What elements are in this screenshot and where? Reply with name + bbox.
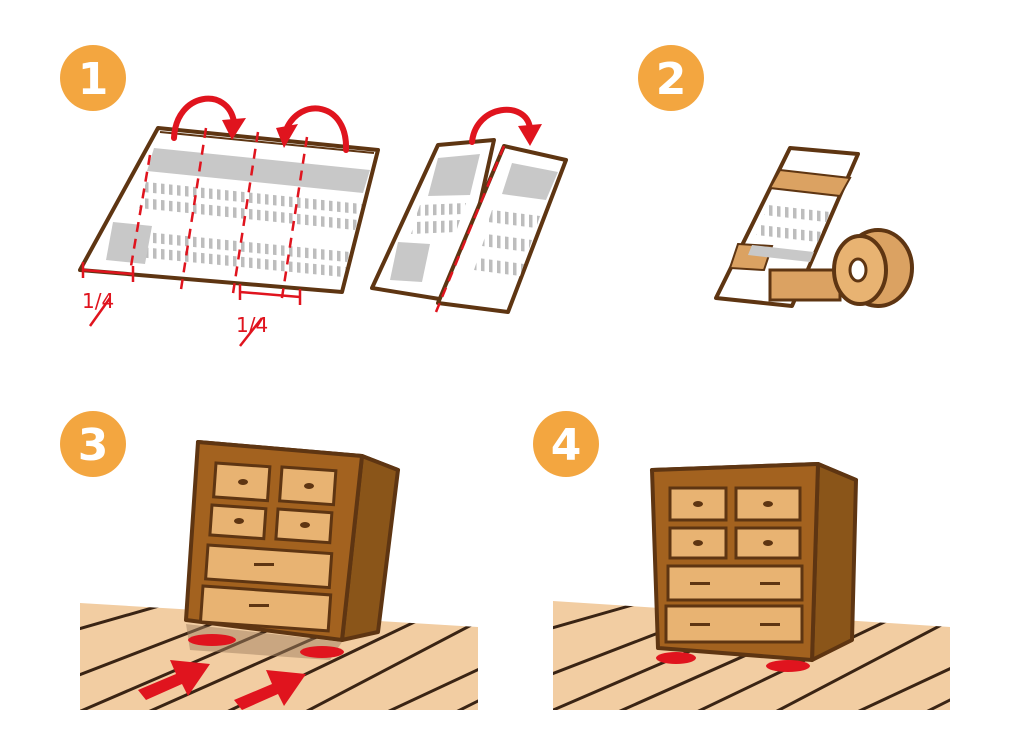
newspaper-open: 1/4 1/4 <box>78 95 380 347</box>
step-1-number: 1 <box>78 54 109 105</box>
fraction-left: 1/4 <box>82 289 114 313</box>
red-padding-4 <box>656 652 810 672</box>
chest-of-drawers-icon <box>184 440 400 642</box>
red-padding-3 <box>188 634 344 658</box>
step-3-number: 3 <box>78 420 109 471</box>
step-2-badge: 2 <box>638 45 704 111</box>
step-4-badge: 4 <box>533 411 599 477</box>
step-3-badge: 3 <box>60 411 126 477</box>
step-2-number: 2 <box>656 54 687 105</box>
chest-of-drawers-icon <box>650 462 858 662</box>
newspaper-folded <box>370 106 568 314</box>
step-4-number: 4 <box>551 420 582 471</box>
tape-roll-icon <box>832 228 914 308</box>
fraction-right: 1/4 <box>236 313 268 337</box>
step-1-badge: 1 <box>60 45 126 111</box>
red-arrow-icon <box>138 660 306 710</box>
taped-newspaper-strip <box>714 146 860 308</box>
